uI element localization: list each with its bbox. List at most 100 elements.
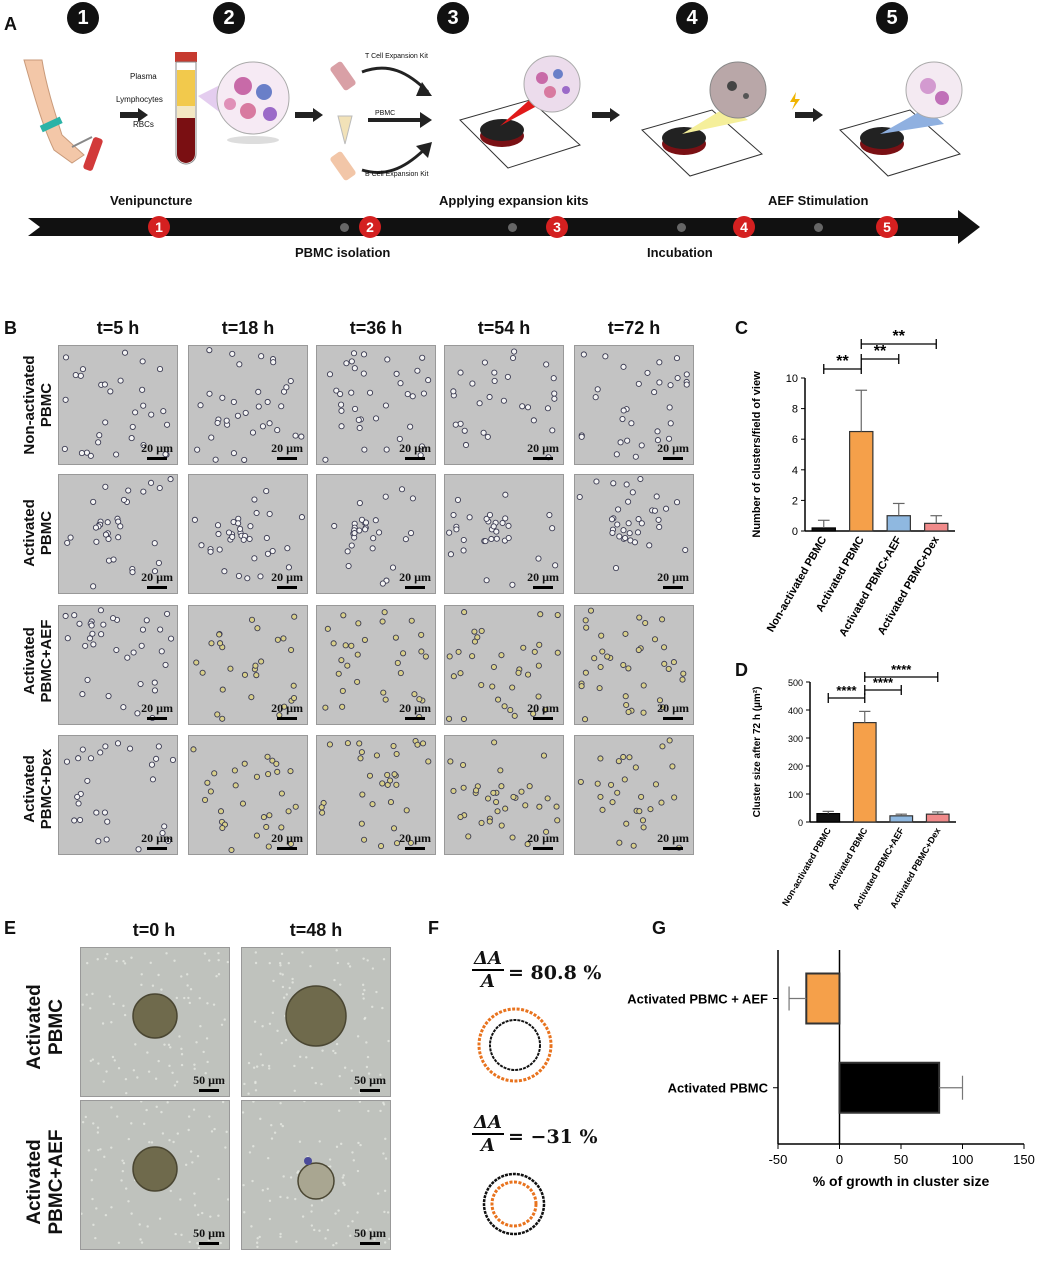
e-col-header-t48: t=48 h xyxy=(289,920,343,940)
cell xyxy=(232,782,239,789)
cell xyxy=(113,1059,116,1062)
cell xyxy=(504,373,511,380)
panel-label-g: G xyxy=(652,918,667,938)
cell xyxy=(77,372,84,379)
cell xyxy=(397,669,404,677)
centrifuge-tube-illustration xyxy=(175,52,197,165)
cell xyxy=(509,581,516,588)
cell xyxy=(581,716,589,723)
cell xyxy=(100,621,107,628)
cell xyxy=(287,961,290,965)
cell xyxy=(251,496,258,503)
cell xyxy=(348,358,355,365)
cell xyxy=(620,661,627,669)
bar xyxy=(852,721,877,823)
cell xyxy=(644,369,651,376)
pbmc-label: PBMC xyxy=(375,110,396,117)
cell xyxy=(502,515,509,522)
cell xyxy=(135,846,142,853)
cell xyxy=(81,1120,85,1124)
cell xyxy=(488,535,495,543)
scale-bar-line xyxy=(533,457,554,460)
micrograph: 20 µm xyxy=(316,345,436,465)
cell xyxy=(92,1223,95,1227)
micrograph: 20 µm xyxy=(574,474,694,594)
cell xyxy=(594,780,601,787)
cell xyxy=(414,741,421,748)
cell xyxy=(361,836,368,843)
cell xyxy=(659,616,666,623)
cell xyxy=(219,715,226,722)
cell xyxy=(457,369,464,376)
cell xyxy=(180,1053,184,1056)
scale-bar: 20 µm xyxy=(141,831,173,850)
cell xyxy=(411,691,418,698)
scale-bar-label: 20 µm xyxy=(657,441,689,455)
cell xyxy=(242,409,249,416)
cell xyxy=(382,958,386,961)
cell xyxy=(246,535,253,543)
cell xyxy=(279,1195,282,1199)
cell xyxy=(393,370,400,377)
significance-label: **** xyxy=(836,683,857,698)
cell xyxy=(357,1082,360,1086)
cell xyxy=(285,564,292,571)
panel-label-d: D xyxy=(735,660,748,680)
cell xyxy=(148,761,156,768)
cell xyxy=(125,1091,128,1095)
cell xyxy=(407,529,415,537)
cell xyxy=(326,371,334,378)
cell xyxy=(382,1101,385,1105)
cell xyxy=(425,377,432,384)
cell xyxy=(285,808,292,815)
timeline-dot xyxy=(340,223,349,232)
cell xyxy=(179,1198,182,1201)
cell xyxy=(450,388,457,395)
cell xyxy=(198,996,201,1000)
cell xyxy=(145,1108,148,1112)
cell xyxy=(153,755,160,762)
cell xyxy=(544,795,551,802)
cell xyxy=(330,640,337,647)
cell xyxy=(193,1204,197,1207)
cell xyxy=(535,662,542,669)
cell xyxy=(342,1174,345,1177)
cell xyxy=(371,1005,374,1009)
cell xyxy=(329,1165,332,1168)
cell xyxy=(269,548,276,555)
cell xyxy=(124,1077,128,1081)
cell xyxy=(359,791,366,798)
cell xyxy=(682,546,689,554)
cell xyxy=(382,402,389,409)
cell xyxy=(186,973,189,976)
cell xyxy=(341,1176,345,1179)
cell xyxy=(127,1200,130,1203)
cell xyxy=(398,486,406,493)
arrow-icon xyxy=(795,108,823,122)
cell xyxy=(228,846,235,854)
cell xyxy=(666,435,673,442)
cell xyxy=(104,519,111,526)
cell xyxy=(332,1049,335,1053)
micrograph: 20 µm xyxy=(574,605,694,725)
cell xyxy=(392,634,399,641)
bar xyxy=(889,815,914,823)
cell xyxy=(90,641,97,648)
cell xyxy=(486,818,493,825)
cell xyxy=(134,1043,137,1046)
scale-bar: 50 µm xyxy=(354,1073,386,1092)
cell xyxy=(622,534,629,542)
scale-bar-label: 20 µm xyxy=(141,701,173,715)
step-circle-3: 3 xyxy=(437,2,469,34)
cell xyxy=(96,958,99,961)
cell xyxy=(281,1124,284,1128)
cell xyxy=(231,767,238,774)
cell xyxy=(596,685,603,692)
cell xyxy=(227,665,234,672)
cell xyxy=(130,956,133,959)
cell xyxy=(241,671,248,678)
cell xyxy=(352,405,359,412)
cell xyxy=(656,359,663,366)
cell xyxy=(551,395,558,402)
cell xyxy=(247,1092,250,1095)
